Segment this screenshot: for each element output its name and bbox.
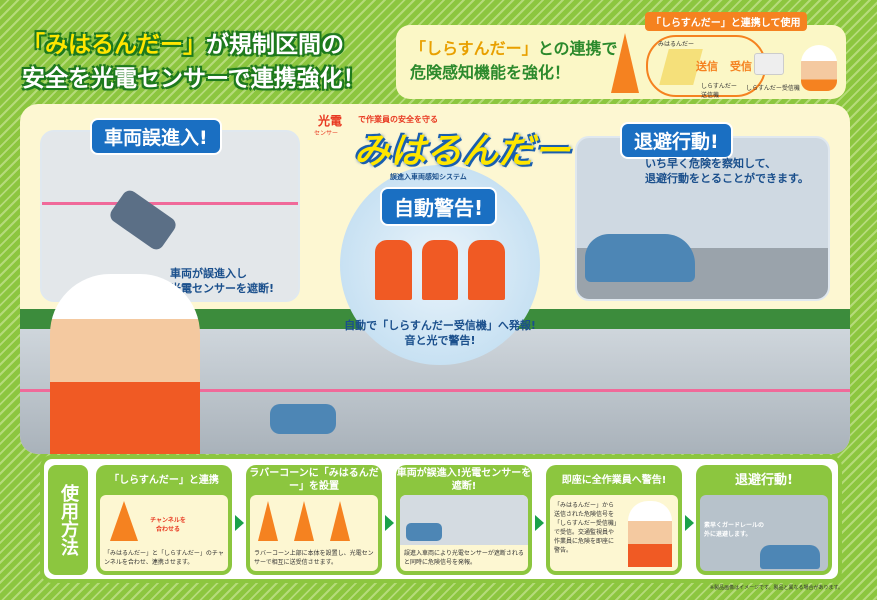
- logo-tagline: で作業員の安全を守る: [358, 115, 438, 124]
- link-line1: との連携で: [537, 39, 618, 58]
- evacuation-caption: いち早く危険を察知して、退避行動をとることができます。: [645, 157, 809, 185]
- receiver-image: [754, 53, 784, 75]
- intrusion-banner: 車両誤進入!: [90, 118, 222, 155]
- worker-mascot: [50, 274, 200, 454]
- step-title: 退避行動!: [735, 472, 793, 488]
- beam-line: [42, 202, 298, 205]
- logo-subtitle: 誤進入車両感知システム: [390, 173, 467, 181]
- link-tag: 「しらすんだー」と連携して使用: [645, 12, 807, 31]
- logo-name: みはるんだー: [354, 131, 571, 172]
- headline: 「みはるんだー」が規制区間の 安全を光電センサーで連携強化！: [22, 28, 394, 96]
- evacuation-callout: [575, 136, 830, 301]
- next-arrow-icon: [535, 515, 544, 531]
- step-1: 「しらすんだー」と連携 チャンネルを合わせる 「みはるんだー」と「しらすんだー」…: [96, 465, 232, 575]
- intrusion-caption: 車両が誤進入し光電センサーを遮断!: [170, 267, 275, 295]
- worker-image: [628, 501, 672, 567]
- headline-product: 「みはるんだー」: [22, 32, 206, 58]
- howto-panel: 使用方法 「しらすんだー」と連携 チャンネルを合わせる 「みはるんだー」と「しら…: [40, 455, 842, 583]
- auto-warning-banner: 自動警告!: [380, 187, 498, 226]
- step-title: 車両が誤進入!光電センサーを遮断!: [396, 468, 532, 492]
- intrusion-callout: 車両が誤進入し光電センサーを遮断!: [40, 130, 300, 302]
- logo-sensor: センサー: [314, 130, 339, 137]
- cones-image: [258, 501, 350, 541]
- label-miharu: みはるんだー: [658, 41, 695, 48]
- step-title: 即座に全作業員へ警告!: [561, 474, 667, 486]
- footnote: ※製品画像はイメージです。製品と異なる場合があります。: [709, 585, 843, 591]
- step-desc: 「みはるんだー」から送信された危険信号を「しらすんだー受信機」で受信。交通監視員…: [554, 502, 617, 554]
- car-image: [585, 234, 695, 282]
- step-desc: 誤進入車両により光電センサーが遮断されると同時に危険信号を発報。: [404, 550, 524, 566]
- step-desc: 「みはるんだー」と「しらすんだー」のチャンネルを合わせ、連携させます。: [104, 550, 224, 566]
- label-receiver: しらすんだー受信機: [746, 85, 800, 92]
- car-image: [107, 187, 179, 253]
- workers-illustration: [375, 240, 506, 300]
- warning-caption: 自動で「しらすんだー受信機」へ発報!音と光で警告!: [344, 319, 536, 347]
- next-arrow-icon: [385, 515, 394, 531]
- step-4: 即座に全作業員へ警告! 「みはるんだー」から送信された危険信号を「しらすんだー受…: [546, 465, 682, 575]
- howto-label: 使用方法: [48, 465, 88, 575]
- link-box-text: 「しらすんだー」との連携で 危険感知機能を強化！: [410, 37, 618, 85]
- step-title: 「しらすんだー」と連携: [109, 474, 219, 486]
- scene-panel: 車両が誤進入し光電センサーを遮断! 車両誤進入! 退避行動! いち早く危険を察知…: [20, 104, 850, 454]
- step-desc: 素早くガードレールの外に退避します。: [704, 522, 765, 538]
- receive-label: 受信: [730, 60, 752, 73]
- channel-overlay: チャンネルを合わせる: [150, 517, 186, 533]
- step-desc: ラバーコーン上部に本体を設置し、光電センサーで相互に送受信させます。: [254, 550, 374, 566]
- send-label: 送信: [696, 60, 718, 73]
- headline-line1: が規制区間の: [206, 32, 344, 58]
- car-image: [760, 545, 820, 569]
- link-box: 「しらすんだー」との連携で 危険感知機能を強化！ みはるんだー しらすんだー送信…: [396, 25, 846, 99]
- next-arrow-icon: [235, 515, 244, 531]
- label-sender: しらすんだー送信機: [701, 83, 737, 99]
- step-3: 車両が誤進入!光電センサーを遮断! 誤進入車両により光電センサーが遮断されると同…: [396, 465, 532, 575]
- step-5: 退避行動! 素早くガードレールの外に退避します。: [696, 465, 832, 575]
- intruding-car: [270, 404, 336, 434]
- next-arrow-icon: [685, 515, 694, 531]
- headline-line2: 安全を光電センサーで連携強化！: [22, 66, 366, 92]
- step-title: ラバーコーンに「みはるんだー」を設置: [249, 468, 379, 492]
- logo-kouden: 光電: [318, 114, 343, 128]
- worker-avatar: [801, 45, 837, 91]
- product-logo: 光電 センサー で作業員の安全を守る みはるんだー 誤進入車両感知システム: [310, 112, 570, 182]
- sensor-beam: [20, 389, 850, 392]
- step-2: ラバーコーンに「みはるんだー」を設置 ラバーコーン上部に本体を設置し、光電センサ…: [246, 465, 382, 575]
- cone-image: [611, 33, 639, 93]
- cone-image: [110, 501, 138, 541]
- link-product: 「しらすんだー」: [410, 39, 538, 58]
- car-image: [406, 523, 442, 541]
- evacuation-banner: 退避行動!: [620, 122, 733, 159]
- link-line2: 危険感知機能を強化！: [410, 63, 571, 82]
